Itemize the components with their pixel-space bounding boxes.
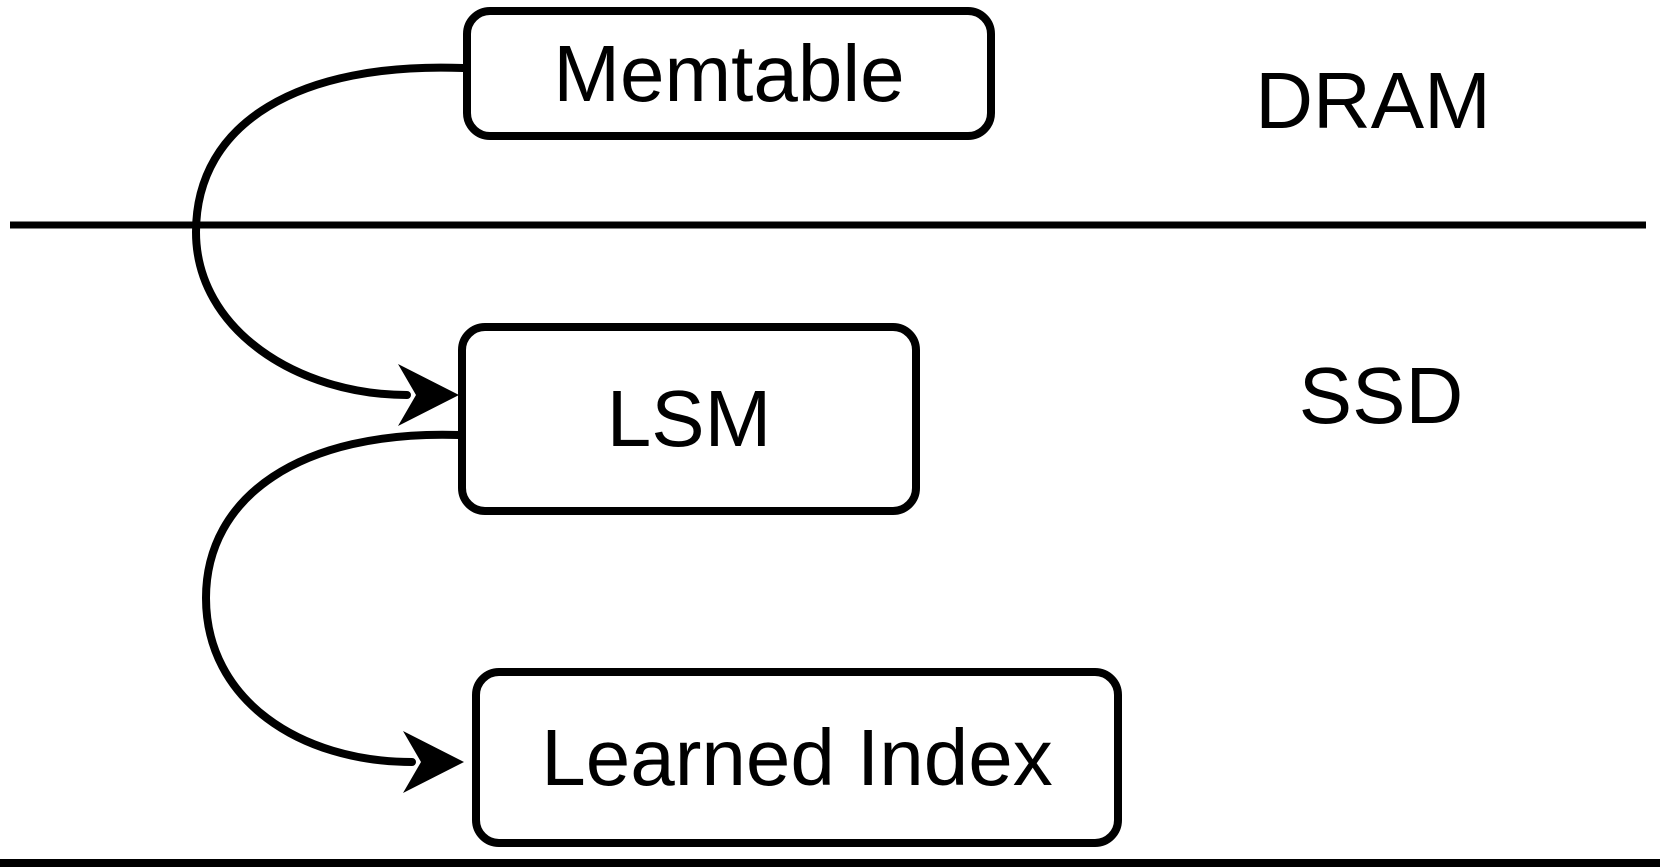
region-label-dram: DRAM: [1253, 58, 1493, 144]
node-learned-index-label: Learned Index: [541, 712, 1053, 802]
region-label-dram-text: DRAM: [1255, 56, 1491, 145]
edge-lsm-to-learned-index: [201, 430, 463, 766]
arrowhead-lsm-to-learned-index-icon: [403, 731, 464, 793]
region-label-ssd: SSD: [1261, 353, 1501, 439]
node-lsm: LSM: [458, 323, 920, 515]
region-label-ssd-text: SSD: [1298, 351, 1464, 440]
node-lsm-label: LSM: [606, 374, 772, 463]
node-memtable: Memtable: [463, 7, 995, 140]
node-learned-index: Learned Index: [472, 668, 1122, 847]
node-memtable-label: Memtable: [553, 28, 905, 118]
edge-memtable-to-lsm: [191, 63, 467, 399]
arrowhead-memtable-to-lsm-icon: [398, 364, 459, 426]
